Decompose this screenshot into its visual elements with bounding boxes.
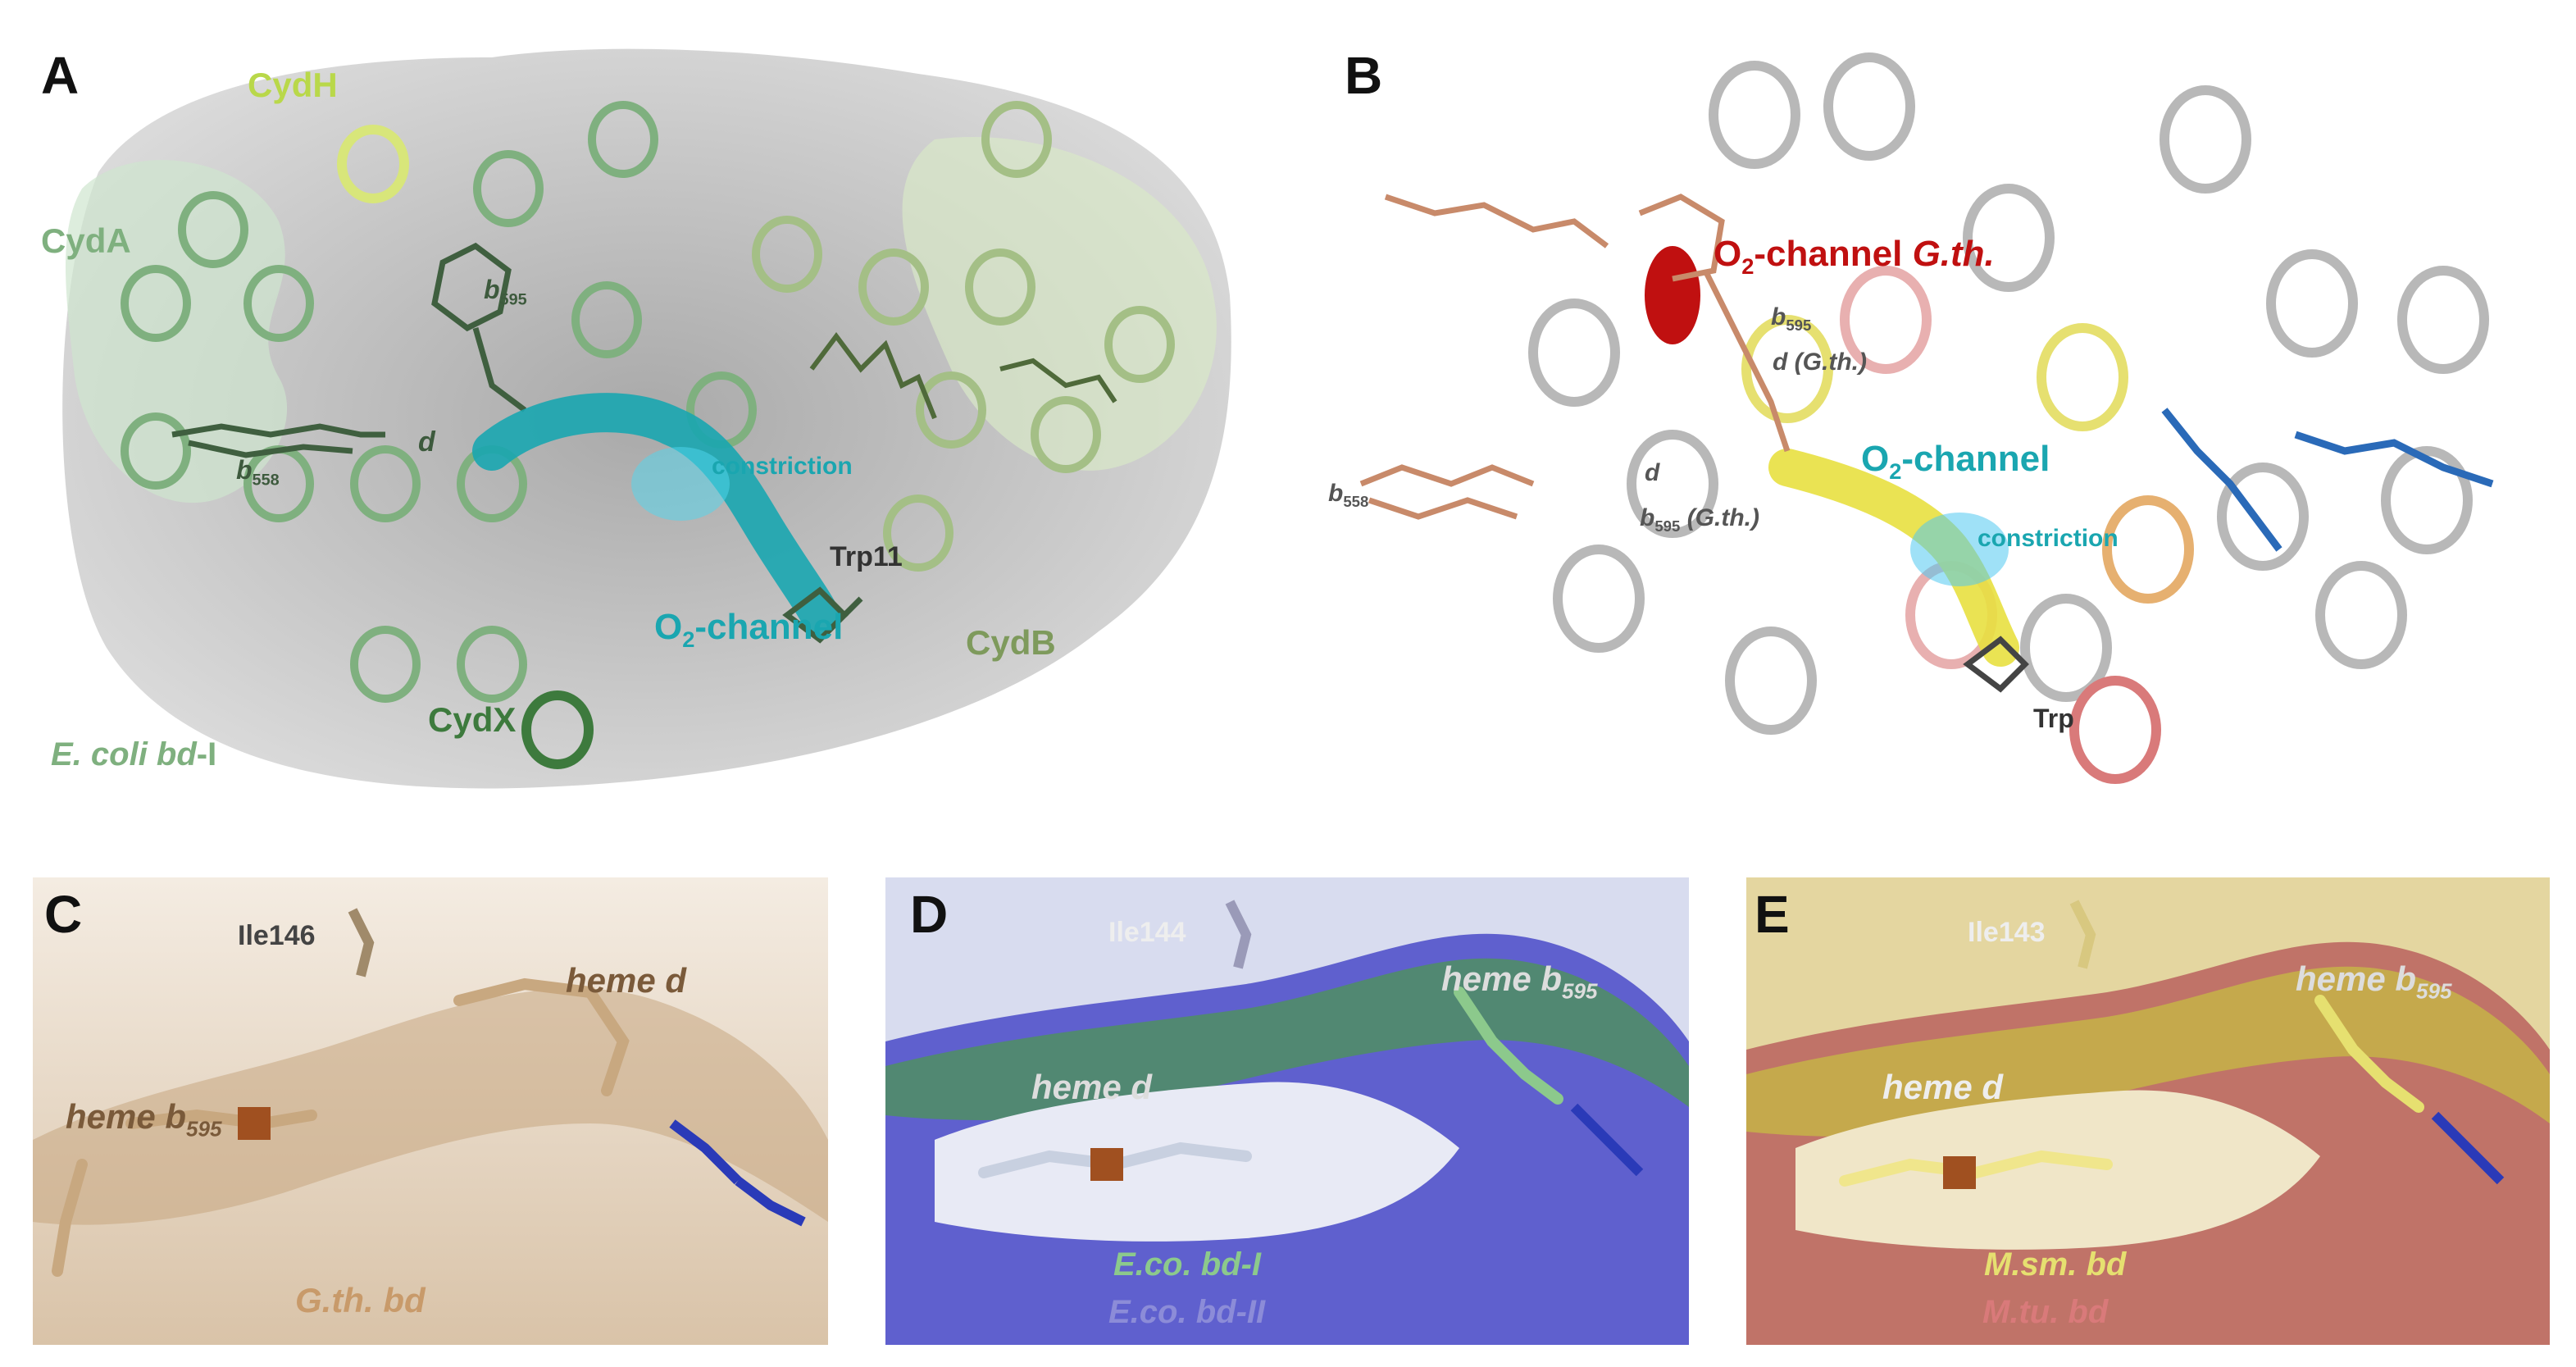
label-d: d (1645, 459, 1660, 486)
label-b595-gth: b595 (G.th.) (1640, 504, 1759, 535)
label-o2-channel-gth: O2-channel G.th. (1714, 234, 1995, 279)
cavity-interior (935, 1082, 1459, 1242)
heme-b595-sticks (1454, 987, 1563, 1105)
panel-d-illustration (885, 877, 1689, 1345)
cydB-ligand-sticks (809, 332, 1117, 420)
label-trp: Trp (2033, 704, 2074, 733)
trp11-sticks (782, 586, 863, 644)
panel-b-structure: B O2-channel G.th. b595 d (G.th.) b558 d… (1328, 25, 2558, 812)
label-ile143: Ile143 (1968, 917, 2046, 948)
ile146-side-chain (348, 908, 375, 977)
label-o2-channel: O2-channel (1861, 439, 2050, 484)
o2-channel-gth-blob (1645, 246, 1700, 344)
label-heme-b595: heme b595 (2296, 959, 2452, 1004)
panel-a-structure: A CydH CydA b595 d b558 constriction Trp… (33, 25, 1246, 812)
his-ligand-sticks (1570, 1103, 1644, 1177)
helices-cydB (752, 101, 1175, 572)
label-species-gth: G.th. bd (295, 1281, 426, 1319)
panel-b-illustration (1359, 52, 2494, 784)
label-species-msm: M.sm. bd (1984, 1246, 2127, 1283)
iron-center (1943, 1156, 1976, 1189)
label-cydA: CydA (41, 221, 131, 260)
label-constriction: constriction (712, 453, 853, 480)
label-species-eco-bd-II: E.co. bd-II (1108, 1294, 1266, 1330)
label-constriction: constriction (1978, 525, 2119, 552)
label-b595: b595 (1771, 303, 1812, 334)
cavity-mesh-msm (1746, 966, 2550, 1137)
panel-d-letter: D (910, 885, 949, 944)
heme-b595-sticks (431, 242, 527, 412)
panel-a-letter: A (41, 46, 80, 105)
constriction-glow (1910, 513, 2009, 586)
heme-b595-sticks (2314, 995, 2424, 1113)
helices-grey (1528, 52, 2489, 735)
panel-c-structure: C Ile146 heme d heme b595 G.th. bd (33, 877, 828, 1345)
panel-e-structure: E Ile143 heme b595 heme d M.sm. bd M.tu.… (1746, 877, 2550, 1345)
cydB-surface (902, 136, 1217, 471)
heme-sticks (1359, 194, 1791, 520)
blue-ligand-sticks (2161, 408, 2494, 552)
label-trp11: Trp11 (830, 541, 903, 572)
helix-cydX (521, 690, 594, 769)
label-b595: b595 (484, 275, 527, 309)
label-heme-d: heme d (1882, 1068, 2004, 1106)
label-heme-b595: heme b595 (1441, 959, 1598, 1004)
panel-e-illustration (1746, 877, 2550, 1345)
panel-a-illustration (62, 48, 1231, 789)
heme-d-sticks (453, 977, 630, 1096)
label-heme-d: heme d (566, 961, 687, 1000)
label-b558: b558 (236, 455, 280, 490)
label-o2-channel: O2-channel (654, 607, 844, 652)
heme-b558-sticks (171, 423, 385, 458)
panel-d-structure: D Ile144 heme b595 heme d E.co. bd-I E.c… (885, 877, 1689, 1345)
panel-c-illustration (33, 877, 828, 1345)
trp-sticks (1963, 636, 2029, 693)
constriction-glow (631, 447, 730, 521)
label-species-ecoli: E. coli bd-I (51, 736, 217, 772)
cavity-interior (1795, 1090, 2320, 1250)
label-d-gth: d (G.th.) (1773, 349, 1867, 376)
label-heme-d: d (418, 426, 435, 458)
label-cydX: CydX (428, 700, 517, 739)
o2-channel-tube (472, 393, 840, 635)
ile144-side-chain (1225, 900, 1252, 969)
cavity-mesh-bd-I (885, 958, 1689, 1120)
iron-center (238, 1107, 271, 1140)
label-heme-d: heme d (1031, 1068, 1153, 1106)
label-cydB: CydB (966, 623, 1056, 662)
label-ile146: Ile146 (238, 920, 316, 951)
his-ligand-sticks (2431, 1111, 2505, 1185)
panel-b-letter: B (1345, 46, 1383, 105)
heme-b595-sticks (52, 1109, 317, 1277)
his-ligand-sticks (669, 1119, 806, 1227)
helix-cydH (337, 125, 409, 203)
label-species-eco-bd-I: E.co. bd-I (1113, 1246, 1261, 1283)
ile143-side-chain (2069, 900, 2096, 969)
panel-c-letter: C (44, 885, 83, 944)
label-ile144: Ile144 (1108, 917, 1186, 948)
label-heme-b595: heme b595 (66, 1097, 222, 1141)
helices-colored (1741, 266, 2194, 784)
panel-e-letter: E (1755, 885, 1790, 944)
iron-center (1090, 1148, 1123, 1181)
label-b558: b558 (1328, 480, 1369, 510)
label-cydH: CydH (248, 66, 338, 104)
cavity-mesh (33, 988, 828, 1225)
label-species-mtu: M.tu. bd (1982, 1294, 2109, 1330)
